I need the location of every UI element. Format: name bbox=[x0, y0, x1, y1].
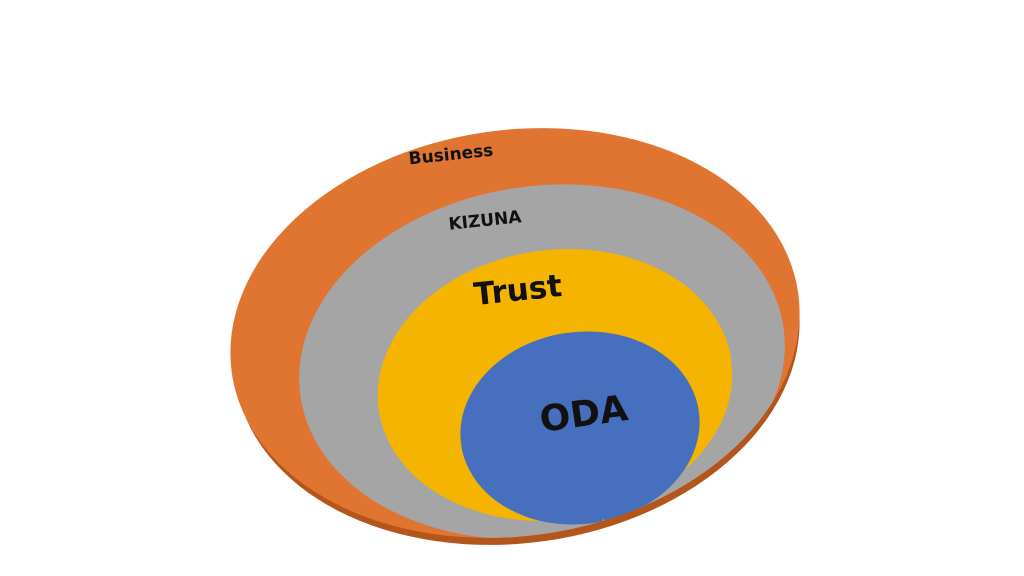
oda-layer bbox=[460, 331, 700, 525]
